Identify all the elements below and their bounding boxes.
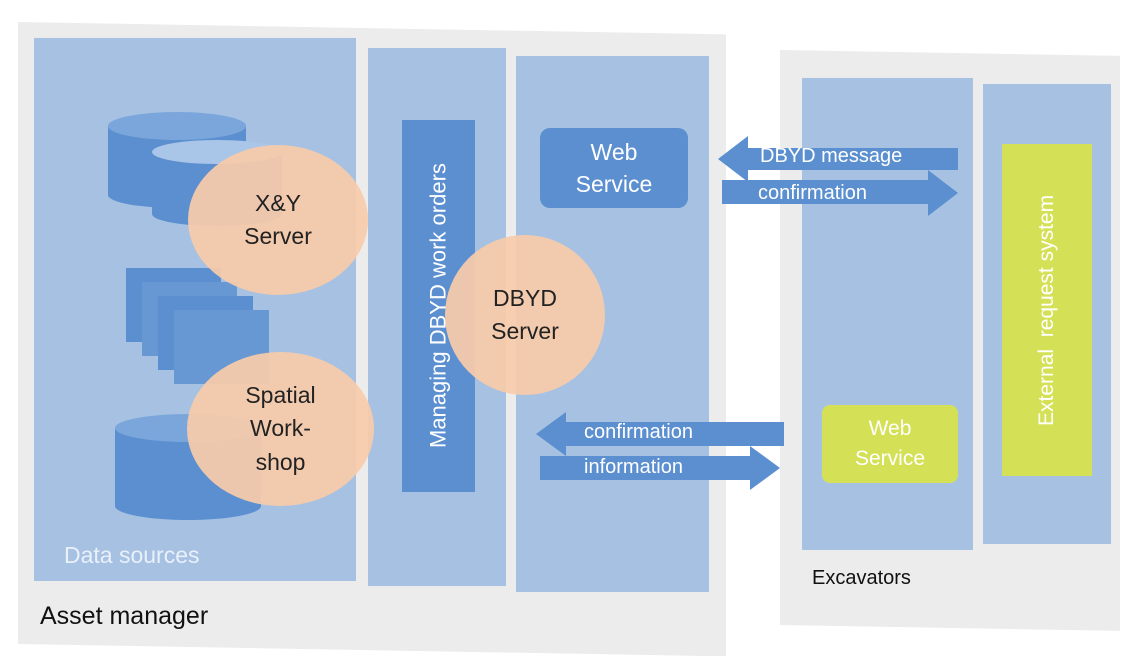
excavators-title: Excavators: [812, 567, 911, 589]
excavator-web-service-label: Web Service: [854, 416, 926, 470]
arrow-confirmation-in: [536, 412, 784, 456]
dbyd-server-node: DBYD Server: [445, 235, 605, 395]
arrow-dbyd-message: [718, 136, 958, 182]
spatial-workshop-node: Spatial Work-shop: [187, 352, 374, 506]
web-service-label: Web Service: [575, 138, 653, 197]
external-request-system-label: External request system: [1035, 194, 1058, 426]
dbyd-message-label: DBYD message: [760, 145, 903, 167]
arrow-information: [540, 446, 780, 490]
excavator-web-service-box: Web Service: [822, 405, 958, 483]
information-label: information: [584, 456, 683, 478]
asset-manager-title: Asset manager: [40, 602, 209, 630]
xy-server-label: X&Y Server: [244, 189, 312, 249]
xy-server-node: X&Y Server: [188, 145, 368, 295]
web-service-box: Web Service: [540, 128, 688, 208]
external-request-system-box: External request system: [1002, 144, 1092, 476]
arrow-confirmation-out: [722, 170, 958, 216]
document-stack-icon: [126, 268, 296, 388]
spatial-workshop-label: Spatial Work-shop: [245, 381, 316, 475]
dbyd-server-label: DBYD Server: [491, 284, 559, 344]
data-sources-label: Data sources: [64, 542, 200, 568]
confirmation-in-label: confirmation: [584, 421, 693, 443]
confirmation-out-label: confirmation: [758, 182, 867, 204]
